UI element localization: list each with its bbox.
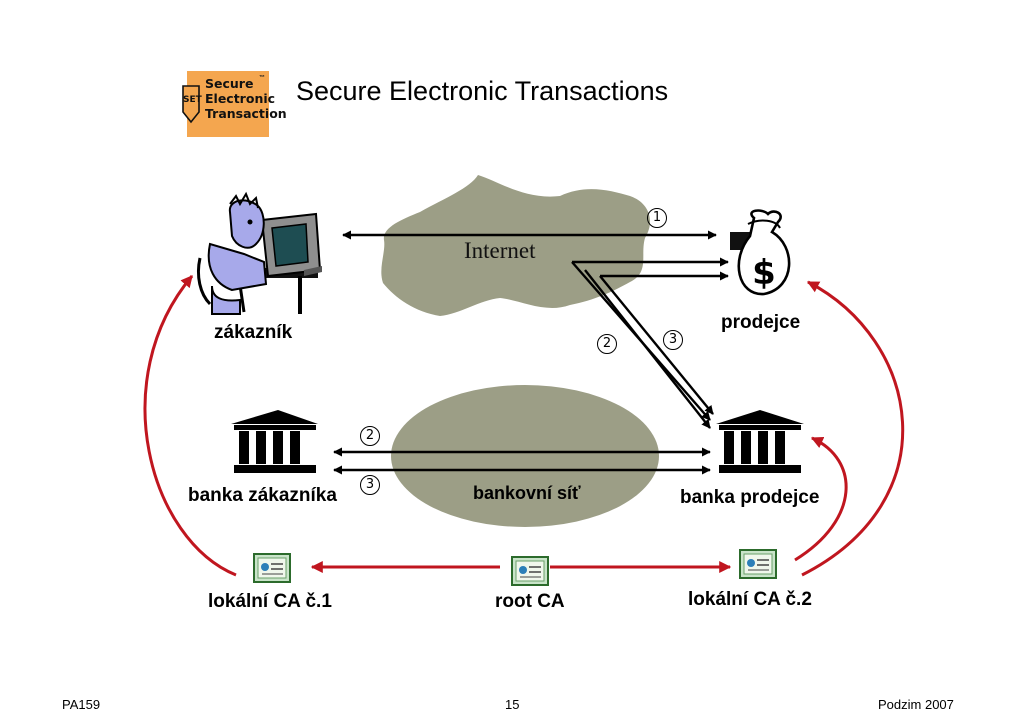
step-badge-2-bank: 2 xyxy=(360,426,380,446)
money-bag-icon: $ xyxy=(730,209,791,296)
arrow-ca2-merchant-bank xyxy=(794,436,848,562)
customer-label: zákazník xyxy=(214,322,293,343)
footer-page-number: 15 xyxy=(505,697,520,712)
bank-network-cloud xyxy=(391,385,659,527)
set-logo-text: Secure Electronic Transaction xyxy=(205,76,287,121)
page-title: Secure Electronic Transactions xyxy=(296,76,669,106)
merchant-bank-label: banka prodejce xyxy=(680,487,820,508)
set-logo: SET Secure Electronic Transaction ™ xyxy=(182,71,287,137)
internet-cloud xyxy=(381,175,650,316)
internet-label: Internet xyxy=(464,238,536,263)
step-badge-2: 2 xyxy=(597,334,617,354)
certificate-icon xyxy=(739,549,777,579)
local-ca-2-label: lokální CA č.2 xyxy=(688,589,812,610)
step-badge-3: 3 xyxy=(663,330,683,350)
arrow-internet-merchant-bank-c xyxy=(599,275,714,415)
footer-term: Podzim 2007 xyxy=(878,697,954,712)
logo-line: Secure xyxy=(205,76,254,91)
trademark-mark: ™ xyxy=(259,75,265,81)
arrow-ca2-merchant xyxy=(801,280,905,577)
logo-line: Transaction xyxy=(205,106,287,121)
footer-course: PA159 xyxy=(62,697,101,712)
step-badge-1: 1 xyxy=(647,208,667,228)
bank-network-label: bankovní síť xyxy=(473,483,581,503)
arrow-internet-merchant-bank-b xyxy=(584,269,711,429)
set-shield-icon xyxy=(182,85,200,124)
merchant-bank-icon xyxy=(716,410,804,473)
dollar-symbol: $ xyxy=(752,253,776,293)
customer-bank-icon xyxy=(231,410,318,473)
customer-bank-label: banka zákazníka xyxy=(188,485,337,506)
logo-line: Electronic xyxy=(205,91,276,106)
person-at-computer-icon xyxy=(196,191,322,315)
certificate-icon xyxy=(253,553,291,583)
merchant-label: prodejce xyxy=(721,312,801,333)
arrow-ca1-customer xyxy=(143,275,237,577)
certificate-icon xyxy=(511,556,549,586)
set-logo-mark: SET xyxy=(183,95,202,105)
root-ca-label: root CA xyxy=(495,591,565,612)
local-ca-1-label: lokální CA č.1 xyxy=(208,591,332,612)
step-badge-3-bank: 3 xyxy=(360,475,380,495)
